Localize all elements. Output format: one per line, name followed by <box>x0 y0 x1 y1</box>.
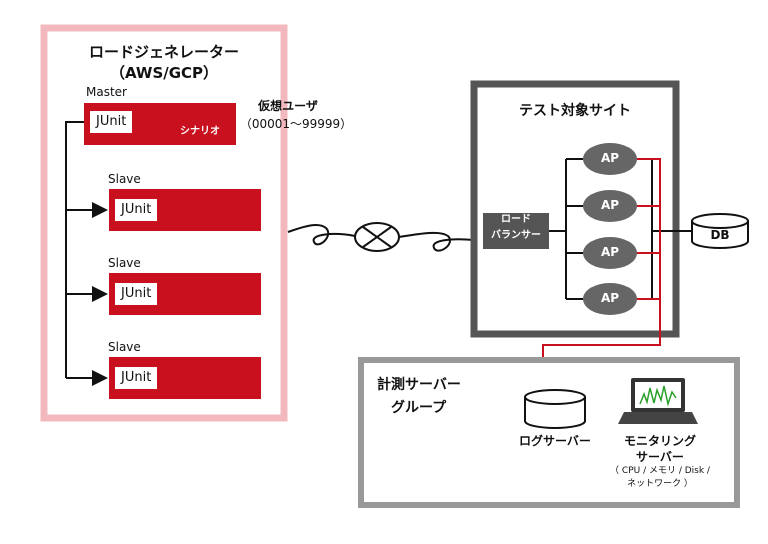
measurement-frame <box>358 357 740 508</box>
virtual-users-title: 仮想ユーザ <box>258 99 318 113</box>
slave-junit-3: JUnit <box>115 367 158 389</box>
monitor-laptop-icon <box>618 378 698 424</box>
load-balancer-label-1: ロード <box>501 214 531 225</box>
network-link-left <box>287 224 356 246</box>
slave-label-1: Slave <box>108 172 141 186</box>
target-site-title: テスト対象サイト <box>519 103 631 119</box>
network-link-right <box>398 231 475 252</box>
slave-label-2: Slave <box>108 256 141 270</box>
monitor-label-line1: モニタリング <box>623 434 697 448</box>
monitoring-line <box>542 158 661 357</box>
monitor-detail-line1: （ CPU / メモリ / Disk / <box>610 466 710 476</box>
slave-label-3: Slave <box>108 340 141 354</box>
master-slave-tree <box>65 121 84 378</box>
lb-ap-tree <box>549 158 583 300</box>
log-server-cylinder <box>524 389 586 429</box>
slave-junit-1: JUnit <box>115 199 158 221</box>
generator-title-line1: ロードジェネレーター <box>88 43 240 61</box>
log-server-label: ログサーバー <box>519 434 591 448</box>
ap-label-4: AP <box>600 291 620 305</box>
ap-label-2: AP <box>600 198 620 212</box>
measurement-title-line1: 計測サーバー <box>377 377 461 393</box>
master-label: Master <box>86 85 127 99</box>
measurement-title-line2: グループ <box>391 400 447 416</box>
load-balancer-label-2: バランサー <box>491 230 541 241</box>
ap-node-4 <box>583 283 637 315</box>
ap-label-3: AP <box>600 245 620 259</box>
virtual-users-range: （00001〜99999） <box>239 117 353 131</box>
slave-junit-2: JUnit <box>115 283 158 305</box>
monitor-label-line2: サーバー <box>636 450 684 464</box>
scenario-label: シナリオ <box>180 126 220 137</box>
load-balancer-box <box>483 213 549 249</box>
monitor-detail-line2: ネットワーク ） <box>627 479 693 489</box>
master-junit-label: JUnit <box>90 111 133 133</box>
ap-node-3 <box>583 237 637 269</box>
db-cylinder <box>691 213 749 249</box>
db-label: DB <box>710 228 730 242</box>
ap-db-tree <box>637 158 692 300</box>
ap-label-1: AP <box>600 151 620 165</box>
ap-node-2 <box>583 190 637 222</box>
ap-node-1 <box>583 143 637 175</box>
generator-title-line2: （AWS/GCP） <box>109 64 219 82</box>
load-generator-frame <box>40 24 288 422</box>
target-site-frame <box>470 80 680 338</box>
